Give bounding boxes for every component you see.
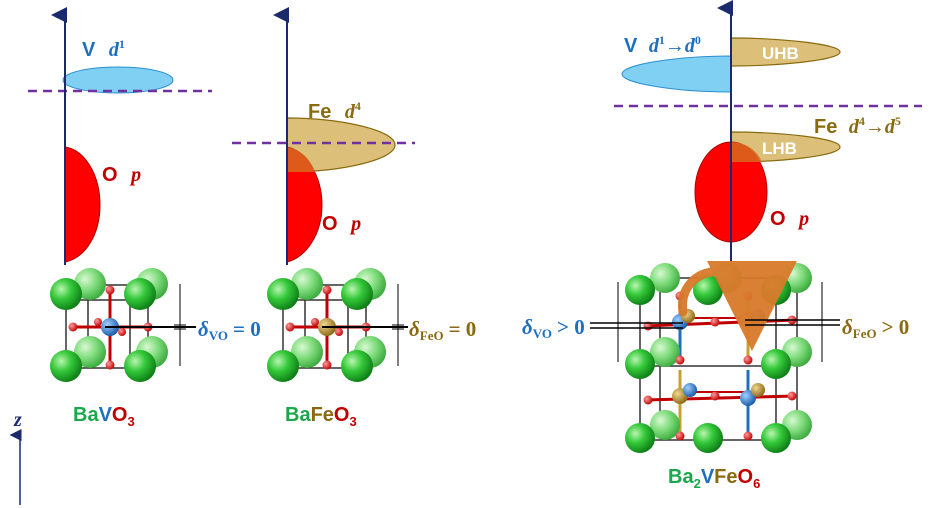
o-atom: [710, 317, 720, 327]
o-p-label: O p: [102, 164, 141, 186]
z-axis-indicator: z: [9, 409, 22, 505]
overlap-region: [731, 142, 762, 162]
bafeo3-dos-panel: Fe d4 O p: [232, 7, 415, 265]
ba-atom: [650, 263, 680, 293]
ba-atom: [625, 349, 655, 379]
ba-atom: [625, 275, 655, 305]
o-atom: [675, 431, 685, 441]
ba-atom: [341, 350, 373, 382]
ba-atom: [124, 278, 156, 310]
o-atom: [285, 322, 295, 332]
v-atom: [740, 390, 756, 406]
ba-atom: [625, 423, 655, 453]
ba-atom: [761, 423, 791, 453]
delta-feo-label: δFeO> 0: [842, 315, 909, 341]
o-atom: [322, 285, 332, 295]
ba-atom: [650, 410, 680, 440]
v-d-band: [621, 55, 732, 93]
lhb-label: LHB: [762, 139, 797, 158]
ba-atom: [291, 268, 323, 300]
o-atom: [68, 322, 78, 332]
ba2vfeo6-formula: Ba2VFeO6: [668, 466, 760, 491]
o-atom: [94, 318, 102, 326]
ba-atom: [267, 278, 299, 310]
ba2vfeo6-crystal: δVO> 0 δFeO> 0: [522, 260, 909, 453]
ba-atom: [74, 336, 106, 368]
o-p-label: O p: [770, 208, 809, 230]
v-atom: [751, 309, 765, 323]
fe-d4-d5-label: Fe d4→d5: [814, 114, 901, 138]
v-atom: [683, 383, 697, 397]
fe-atom: [751, 383, 765, 397]
ba-atom: [341, 278, 373, 310]
o-atom: [311, 318, 319, 326]
o-atom: [105, 360, 115, 370]
ba-atom: [761, 275, 791, 305]
ba-atom: [50, 350, 82, 382]
ba-atom: [693, 423, 723, 453]
ba-atom: [124, 350, 156, 382]
charge-transfer-arrow: [678, 260, 797, 351]
delta-vo-label: δVO> 0: [522, 315, 585, 341]
bafeo3-formula: BaFeO3: [285, 404, 357, 429]
o-atom: [787, 391, 797, 401]
bafeo3-crystal: δFeO= 0: [267, 268, 476, 382]
o-atom: [710, 391, 720, 401]
o-atom: [743, 355, 753, 365]
overlap-region: [287, 147, 315, 172]
delta-feo-label: δFeO= 0: [409, 317, 476, 343]
o-atom: [335, 328, 343, 336]
bavo3-dos-panel: V d1 O p: [28, 7, 212, 265]
o-atom: [643, 395, 653, 405]
ba-atom: [267, 350, 299, 382]
o-atom: [105, 285, 115, 295]
o-atom: [743, 431, 753, 441]
ba-atom: [74, 268, 106, 300]
o-atom: [322, 360, 332, 370]
v-d1-d0-label: V d1→d0: [624, 33, 701, 57]
o-p-band: [64, 146, 101, 263]
fe-d-band: [286, 117, 396, 173]
bavo3-crystal: δVO= 0: [50, 268, 261, 382]
z-axis-label: z: [13, 409, 22, 431]
uhb-band: [730, 37, 841, 67]
ba2vfeo6-dos-panel: V d1→d0 UHB LHB Fe d4→d5 O p: [614, 0, 922, 262]
ba-atom: [50, 278, 82, 310]
ba-atom: [761, 349, 791, 379]
fe-d4-label: Fe d4: [308, 99, 361, 123]
v-d1-label: V d1: [82, 37, 125, 61]
o-p-label: O p: [322, 213, 361, 235]
v-d-band: [62, 66, 174, 94]
uhb-label: UHB: [762, 44, 799, 63]
bavo3-formula: BaVO3: [73, 404, 135, 429]
o-atom: [118, 328, 126, 336]
ba-atom: [291, 336, 323, 368]
o-atom: [675, 355, 685, 365]
lhb-band: [730, 131, 841, 163]
ba-atom: [650, 337, 680, 367]
bond: [644, 394, 796, 402]
delta-vo-label: δVO= 0: [198, 317, 261, 343]
